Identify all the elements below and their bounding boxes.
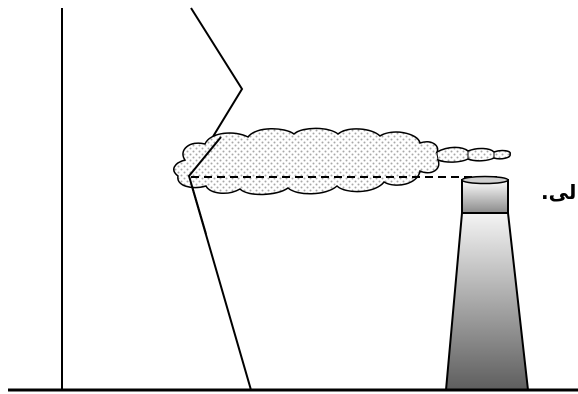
- chimney-body: [446, 213, 528, 390]
- chimney-opening: [462, 177, 508, 184]
- chimney-top: [462, 180, 508, 213]
- smoke-plume: [174, 128, 510, 194]
- temperature-profile-line: [189, 8, 251, 390]
- stack-label: لی.: [541, 180, 576, 204]
- chimney-stack: [446, 177, 528, 391]
